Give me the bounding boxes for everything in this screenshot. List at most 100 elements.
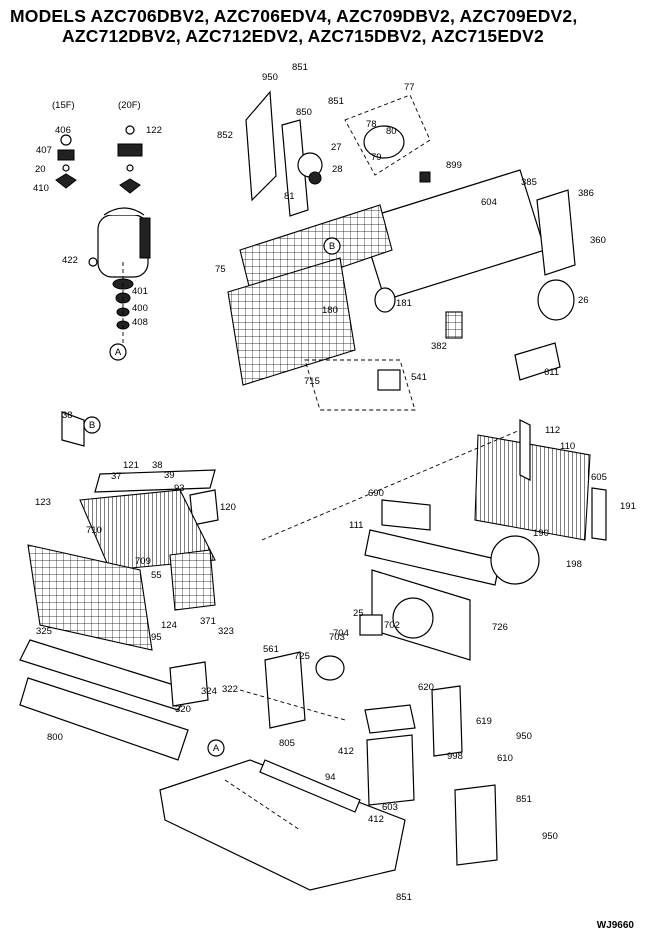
guide-line-2 xyxy=(239,689,346,721)
motor-77 xyxy=(363,125,405,159)
bracket-605 xyxy=(591,487,607,541)
support-611 xyxy=(514,342,561,381)
front-grille-group xyxy=(19,411,219,761)
part-number-label: 690 xyxy=(368,488,384,499)
part-number-label: 38 xyxy=(62,410,73,421)
base-pan-group xyxy=(159,739,498,891)
clip-899 xyxy=(419,171,431,183)
part-number-label: 181 xyxy=(396,298,412,309)
orifice-opening xyxy=(392,597,434,639)
part-number-label: 401 xyxy=(132,286,148,297)
bracket-850 xyxy=(281,119,309,217)
compressor-tube xyxy=(139,217,151,259)
part-number-label: 93 xyxy=(174,483,185,494)
part-number-label: 95 xyxy=(151,632,162,643)
part-number-label: 320 xyxy=(175,704,191,715)
part-number-label: 412 xyxy=(368,814,384,825)
bracket-561 xyxy=(364,704,416,734)
part-number-label: 26 xyxy=(578,295,589,306)
part-number-label: 75 xyxy=(215,264,226,275)
bottom-group-outline xyxy=(304,359,416,411)
part-number-label: 180 xyxy=(322,305,338,316)
variant-label: (15F) xyxy=(52,100,75,111)
box-541 xyxy=(377,369,401,391)
models-title-line-2: AZC712DBV2, AZC712EDV2, AZC715DBV2, AZC7… xyxy=(62,26,544,46)
part-number-label: 950 xyxy=(262,72,278,83)
part-number-label: 371 xyxy=(200,616,216,627)
part-number-label: 25 xyxy=(353,608,364,619)
part-number-label: 851 xyxy=(292,62,308,73)
washer-20-left xyxy=(62,164,70,172)
gasket-371 xyxy=(19,639,191,711)
filter-120 xyxy=(79,489,216,571)
cap-406 xyxy=(60,134,72,146)
part-number-label: 94 xyxy=(325,772,336,783)
bearing-28 xyxy=(308,171,322,185)
part-number-label: 950 xyxy=(516,731,532,742)
panel-55 xyxy=(27,544,153,651)
part-number-label: 704 xyxy=(333,628,349,639)
part-number-label: 123 xyxy=(35,497,51,508)
part-number-label: 715 xyxy=(304,376,320,387)
part-number-label: 406 xyxy=(55,125,71,136)
bracket-111 xyxy=(519,419,531,481)
guide-line-1 xyxy=(261,429,521,541)
fitting-410-left xyxy=(55,173,77,189)
part-number-label: 408 xyxy=(132,317,148,328)
part-number-label: 899 xyxy=(446,160,462,171)
part-number-label: 385 xyxy=(521,177,537,188)
strip-121 xyxy=(94,469,216,493)
part-number-label: 55 xyxy=(151,570,162,581)
callout-letter: B xyxy=(89,420,95,431)
bracket-122 xyxy=(61,411,85,447)
part-number-label: 410 xyxy=(33,183,49,194)
louver-124 xyxy=(169,549,216,611)
callout-a-top xyxy=(109,343,127,361)
part-number-label: 709 xyxy=(135,556,151,567)
part-number-label: 325 xyxy=(36,626,52,637)
plate-800 xyxy=(381,499,431,531)
part-number-label: 703 xyxy=(329,632,345,643)
part-number-label: 805 xyxy=(279,738,295,749)
shroud-690 xyxy=(364,529,501,586)
tube-407-right xyxy=(117,143,143,157)
part-number-label: 80 xyxy=(386,126,397,137)
bracket-704 xyxy=(359,614,383,636)
motor-group-outline xyxy=(344,94,431,176)
part-number-label: 726 xyxy=(492,622,508,633)
switch-323 xyxy=(169,661,209,707)
part-number-label: 110 xyxy=(560,441,575,452)
part-number-label: 124 xyxy=(161,620,177,631)
models-title-line-1: MODELS AZC706DBV2, AZC706EDV4, AZC709DBV… xyxy=(10,6,578,26)
condenser-group xyxy=(264,419,607,806)
part-number-label: 121 xyxy=(123,460,139,471)
part-number-label: 38 xyxy=(152,460,163,471)
part-number-label: 322 xyxy=(222,684,238,695)
part-number-label: 710 xyxy=(86,525,102,536)
part-number-label: 619 xyxy=(476,716,492,727)
part-number-label: 850 xyxy=(296,107,312,118)
part-number-label: 412 xyxy=(338,746,354,757)
part-number-label: 79 xyxy=(371,152,382,163)
part-number-label: 77 xyxy=(404,82,415,93)
bracket-360 xyxy=(536,189,576,276)
variant-label: (20F) xyxy=(118,100,141,111)
bracket-852 xyxy=(245,90,277,202)
part-number-label: 561 xyxy=(263,644,279,655)
washer-20-right xyxy=(126,164,134,172)
fitting-410-right xyxy=(119,178,141,194)
callout-letter: A xyxy=(115,347,122,358)
bracket-725 xyxy=(264,651,306,729)
condenser-coil-112 xyxy=(474,434,591,541)
part-number-label: 198 xyxy=(566,559,582,570)
part-number-label: 541 xyxy=(411,372,427,383)
panel-620 xyxy=(431,685,463,757)
part-number-label: 852 xyxy=(217,130,233,141)
part-number-label: 725 xyxy=(294,651,310,662)
part-number-label: 407 xyxy=(36,145,52,156)
callout-b-left xyxy=(83,416,101,434)
part-number-label: 323 xyxy=(218,626,234,637)
part-number-label: 800 xyxy=(47,732,63,743)
part-number-label: 382 xyxy=(431,341,447,352)
